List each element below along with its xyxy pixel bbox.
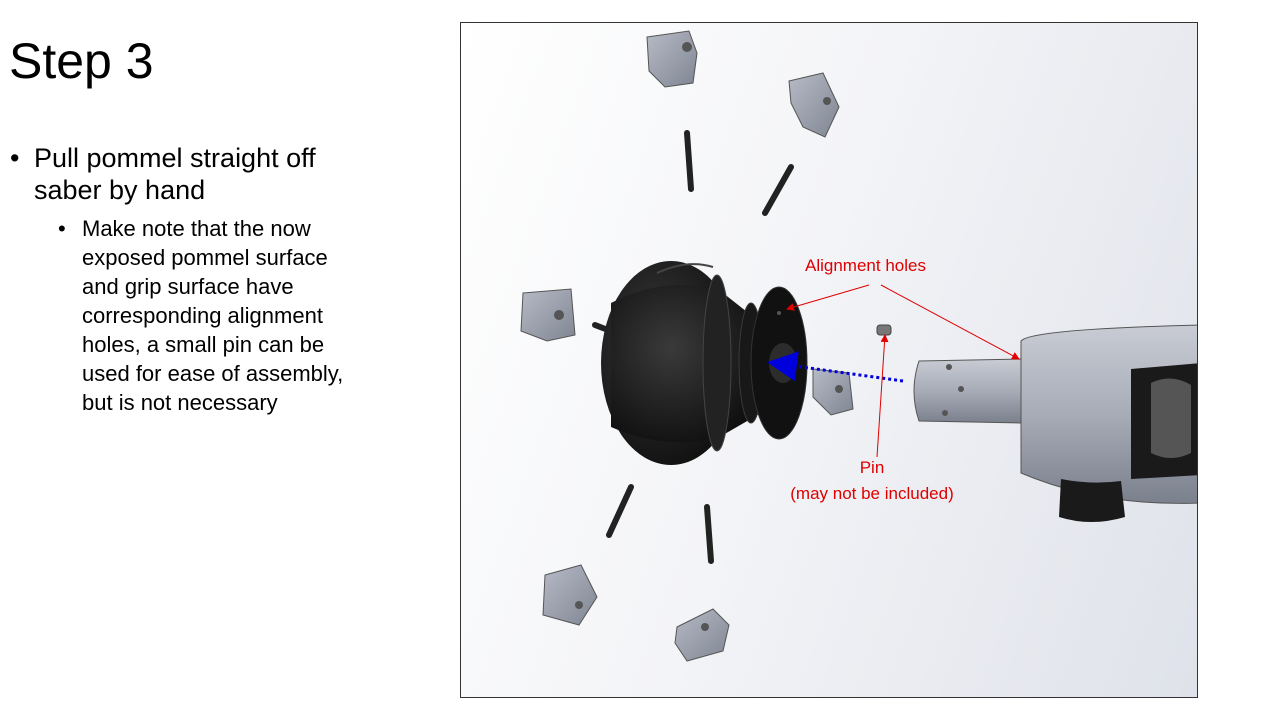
slide-title: Step 3 (9, 33, 154, 89)
hilt-grip (913, 324, 1197, 522)
sub-bullet-item: • Make note that the now exposed pommel … (58, 214, 362, 417)
pin-callout-label: Pin (859, 458, 885, 477)
pin-callout-note: (may not be included) (790, 484, 954, 503)
alignment-holes-callout: Alignment holes (805, 256, 926, 275)
bullet-text: Pull pommel straight off saber by hand (34, 143, 316, 205)
bullet-list: • Pull pommel straight off saber by hand… (10, 142, 370, 417)
bullet-dot-icon: • (58, 216, 66, 241)
clamp-block (788, 72, 840, 138)
pommel (601, 261, 808, 465)
bullet-dot-icon: • (10, 143, 20, 173)
alignment-pin (876, 324, 892, 336)
pin-callout: Pin (may not be included) (777, 455, 967, 507)
pull-direction-arrow (767, 351, 904, 383)
clamp-block (520, 288, 576, 342)
clamp-block (542, 564, 598, 626)
clamp-block (812, 368, 854, 416)
exploded-view-drawing (520, 30, 1197, 662)
sub-bullet-text: Make note that the now exposed pommel su… (82, 216, 344, 415)
callout-lines (786, 284, 1020, 458)
bullet-item: • Pull pommel straight off saber by hand (10, 142, 370, 206)
exploded-view-figure: Alignment holes Pin (may not be included… (460, 22, 1198, 698)
clamp-block (646, 30, 698, 88)
clamp-block (674, 608, 730, 662)
